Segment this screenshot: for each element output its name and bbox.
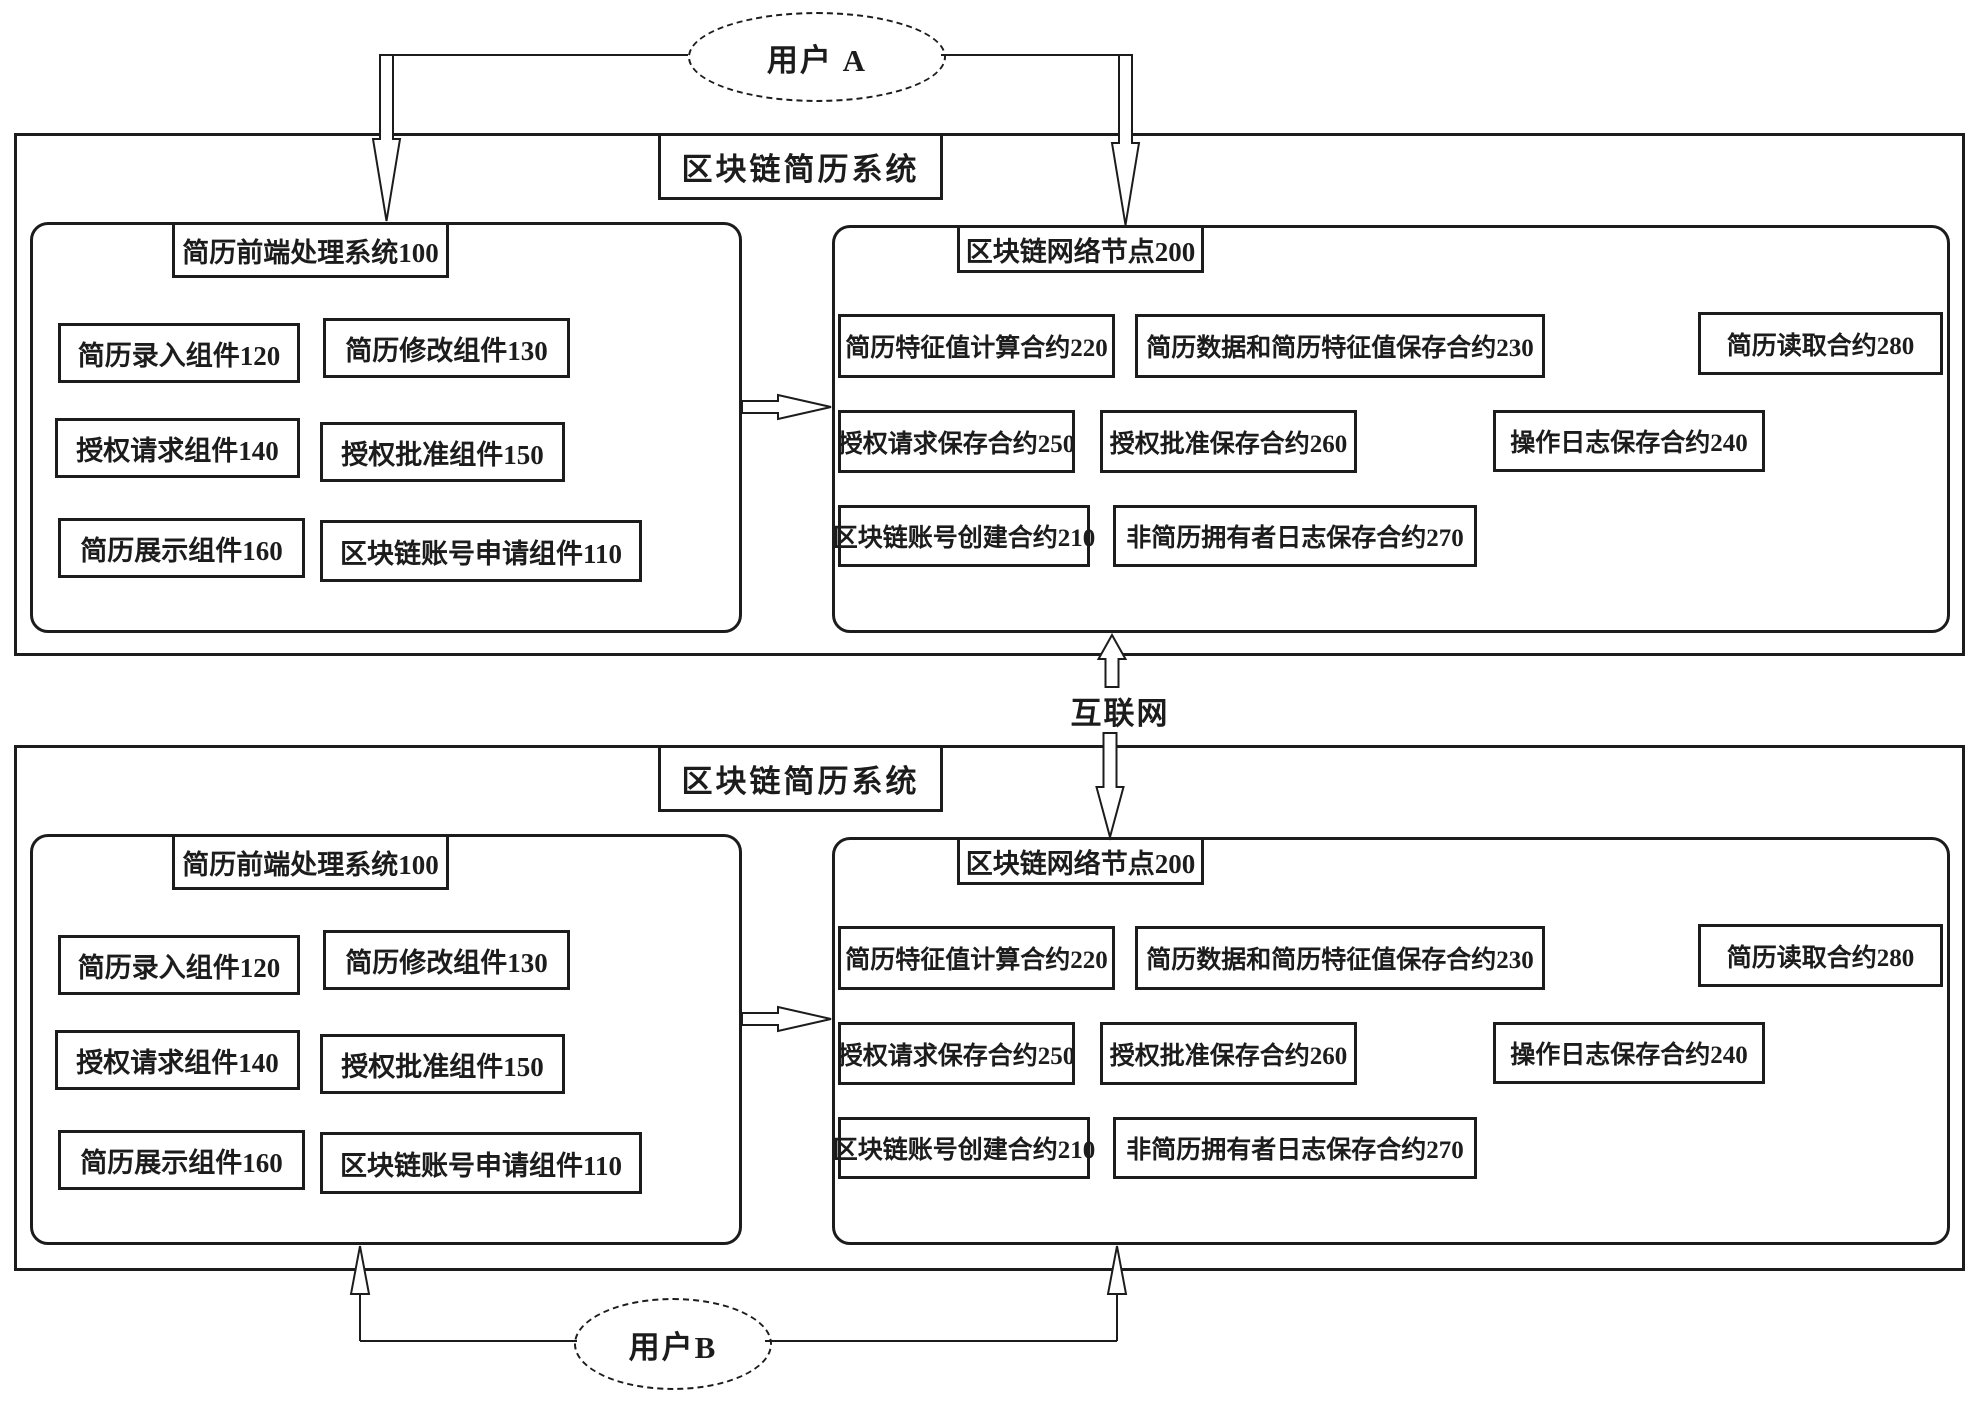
frontend-system-title-2: 简历前端处理系统100 xyxy=(172,834,449,890)
component-150: 授权批准组件150 xyxy=(320,1034,565,1094)
component-160: 简历展示组件160 xyxy=(58,518,305,578)
component-130: 简历修改组件130 xyxy=(323,930,570,990)
contract-240: 操作日志保存合约240 xyxy=(1493,1022,1765,1084)
component-130: 简历修改组件130 xyxy=(323,318,570,378)
blockchain-resume-system-2: 区块链简历系统 简历前端处理系统100 简历录入组件120 简历修改组件130 … xyxy=(14,745,1965,1271)
user-a-ellipse: 用户 A xyxy=(688,12,946,102)
component-110: 区块链账号申请组件110 xyxy=(320,520,642,582)
contract-220: 简历特征值计算合约220 xyxy=(838,926,1115,990)
component-140: 授权请求组件140 xyxy=(55,1030,300,1090)
internet-label: 互联网 xyxy=(1035,688,1205,732)
contract-230: 简历数据和简历特征值保存合约230 xyxy=(1135,314,1545,378)
contract-250: 授权请求保存合约250 xyxy=(838,410,1075,473)
component-120: 简历录入组件120 xyxy=(58,935,300,995)
user-b-ellipse: 用户B xyxy=(574,1298,772,1390)
contract-260: 授权批准保存合约260 xyxy=(1100,1022,1357,1085)
contract-210: 区块链账号创建合约210 xyxy=(833,505,1095,567)
contract-240: 操作日志保存合约240 xyxy=(1493,410,1765,472)
blockchain-node-title-1: 区块链网络节点200 xyxy=(957,225,1204,273)
user-a-label: 用户 A xyxy=(766,42,868,78)
system-1-title: 区块链简历系统 xyxy=(658,133,943,200)
blockchain-node-title-2: 区块链网络节点200 xyxy=(957,837,1204,885)
contract-280: 简历读取合约280 xyxy=(1698,312,1943,375)
component-150: 授权批准组件150 xyxy=(320,422,565,482)
system-2-title: 区块链简历系统 xyxy=(658,745,943,812)
contract-260: 授权批准保存合约260 xyxy=(1100,410,1357,473)
contract-220: 简历特征值计算合约220 xyxy=(838,314,1115,378)
blockchain-resume-system-1: 区块链简历系统 简历前端处理系统100 简历录入组件120 简历修改组件130 … xyxy=(14,133,1965,656)
component-120: 简历录入组件120 xyxy=(58,323,300,383)
contract-280: 简历读取合约280 xyxy=(1698,924,1943,987)
contract-230: 简历数据和简历特征值保存合约230 xyxy=(1135,926,1545,990)
frontend-system-title-1: 简历前端处理系统100 xyxy=(172,222,449,278)
user-b-label: 用户B xyxy=(628,1329,718,1365)
component-110: 区块链账号申请组件110 xyxy=(320,1132,642,1194)
contract-270: 非简历拥有者日志保存合约270 xyxy=(1113,505,1477,567)
contract-250: 授权请求保存合约250 xyxy=(838,1022,1075,1085)
component-160: 简历展示组件160 xyxy=(58,1130,305,1190)
contract-210: 区块链账号创建合约210 xyxy=(833,1117,1095,1179)
component-140: 授权请求组件140 xyxy=(55,418,300,478)
contract-270: 非简历拥有者日志保存合约270 xyxy=(1113,1117,1477,1179)
